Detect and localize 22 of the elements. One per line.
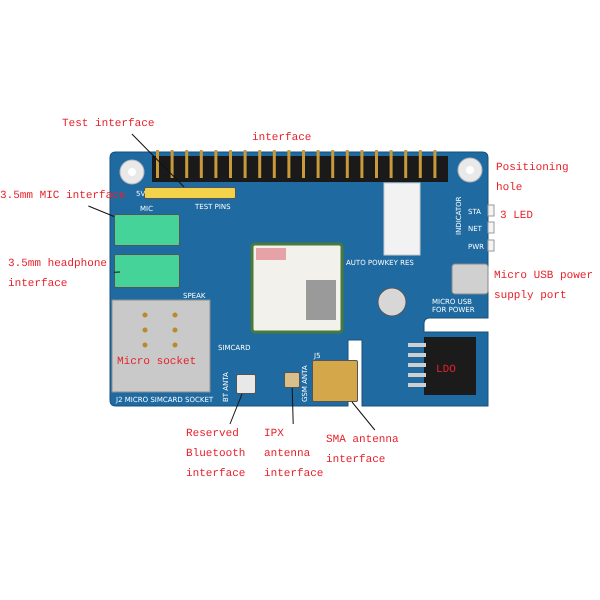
callout-label: SMA antenna interface	[326, 430, 456, 470]
callout-label: Reserved Bluetooth interface	[186, 424, 250, 484]
callout-label: Micro USB power supply port	[494, 269, 594, 304]
callout-label: LDO	[436, 363, 456, 378]
leader-line	[88, 206, 114, 217]
callout-label: Positioning hole	[496, 161, 570, 196]
callout-label: Micro socket	[117, 355, 196, 370]
callout-label: interface	[252, 131, 312, 146]
mic-jack	[114, 214, 180, 246]
leader-line	[292, 388, 294, 424]
headphone-jack	[114, 254, 180, 288]
sma-connector	[312, 360, 358, 402]
antenna-pad	[236, 374, 256, 394]
test-pin-header	[144, 187, 236, 199]
callout-label: 3 LED	[500, 209, 534, 224]
leader-line	[114, 272, 120, 273]
leader-line	[352, 402, 376, 430]
callout-label: 3.5mm headphone interface	[8, 254, 120, 294]
callout-label: IPX antenna interface	[264, 424, 324, 484]
callout-label: Test interface	[62, 114, 182, 134]
leader-line	[131, 134, 185, 188]
ipx-connector	[284, 372, 300, 388]
